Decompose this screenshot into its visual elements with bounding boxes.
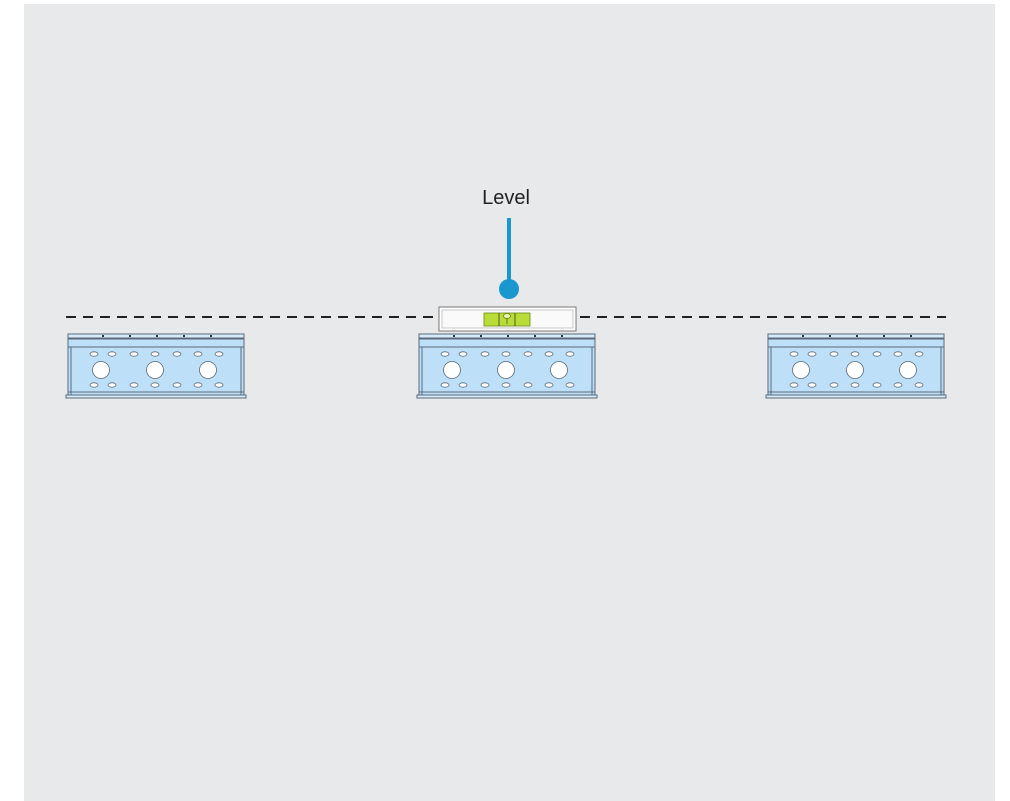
level-callout: Level: [482, 187, 530, 299]
bracket-right: [765, 333, 947, 399]
bracket-center: [416, 333, 598, 399]
diagram-background: [24, 4, 995, 801]
spirit-level: [438, 306, 577, 332]
callout-dot: [499, 279, 519, 299]
callout-label: Level: [482, 187, 530, 209]
bracket-left: [65, 333, 247, 399]
level-vial: [483, 312, 531, 327]
